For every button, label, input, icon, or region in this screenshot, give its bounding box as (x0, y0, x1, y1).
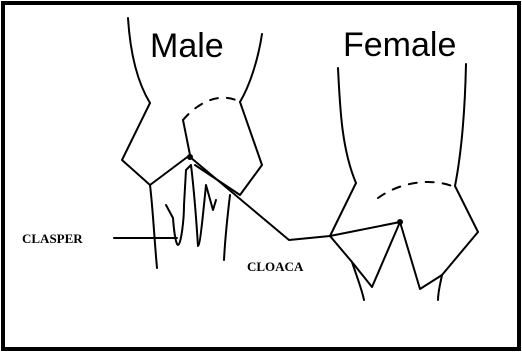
cloaca-label: CLOACA (247, 259, 304, 274)
female-title: Female (343, 26, 456, 64)
male-right-fin (195, 102, 262, 195)
female-body-lower-right (438, 275, 442, 300)
male-body-lower-right (224, 195, 230, 260)
cloaca-leader-lines (190, 157, 400, 240)
female-body-left-edge (338, 68, 356, 183)
clasper-label: CLASPER (22, 231, 83, 246)
male-body-right-edge (240, 34, 262, 102)
female-right-fin (400, 186, 478, 289)
female-body-right-edge (455, 64, 466, 186)
male-title: Male (150, 27, 224, 65)
male-dorsal-dashed-line (183, 98, 240, 120)
male-clasper-right (184, 165, 216, 246)
female-body-lower-left (352, 262, 364, 300)
female-pelvic-fins (330, 64, 478, 300)
male-body-left-edge (128, 18, 150, 103)
male-body-lower-left (150, 185, 157, 268)
female-dorsal-dashed-line (378, 182, 452, 198)
male-left-fin (122, 103, 190, 185)
female-left-fin (330, 183, 400, 287)
